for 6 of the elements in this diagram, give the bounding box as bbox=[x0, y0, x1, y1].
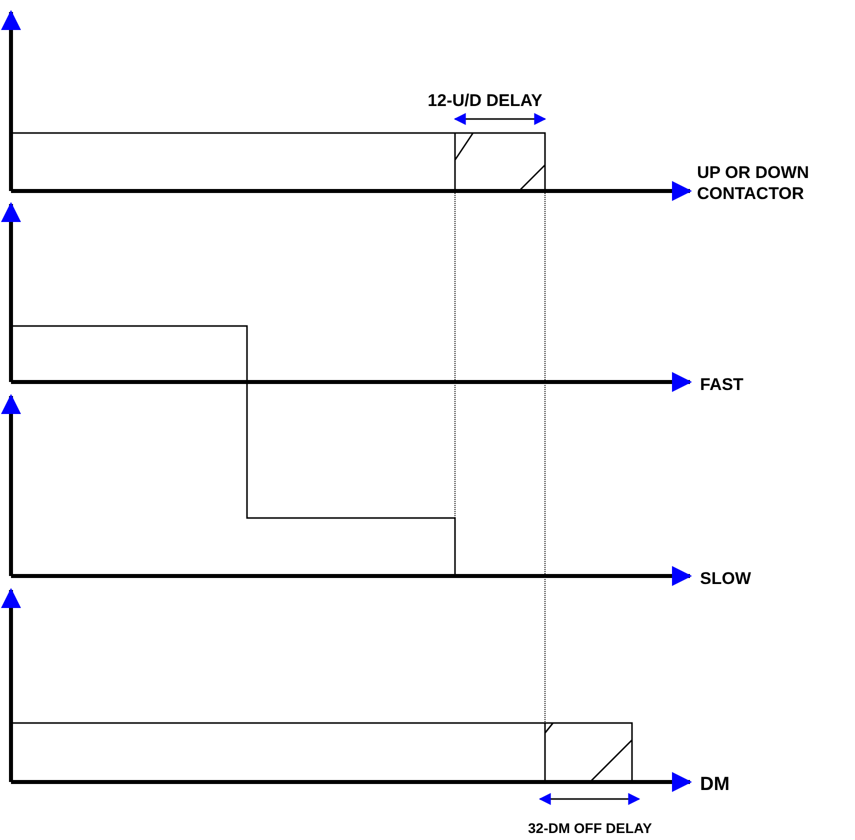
signal-label: FAST bbox=[700, 374, 744, 396]
delay-label: 32-DM OFF DELAY bbox=[527, 819, 653, 838]
delay-label: 12-U/D DELAY bbox=[426, 90, 544, 112]
signal-label: DM bbox=[700, 773, 731, 797]
signal-label: SLOW bbox=[700, 568, 752, 590]
signal-label: UP OR DOWN CONTACTOR bbox=[697, 162, 810, 204]
